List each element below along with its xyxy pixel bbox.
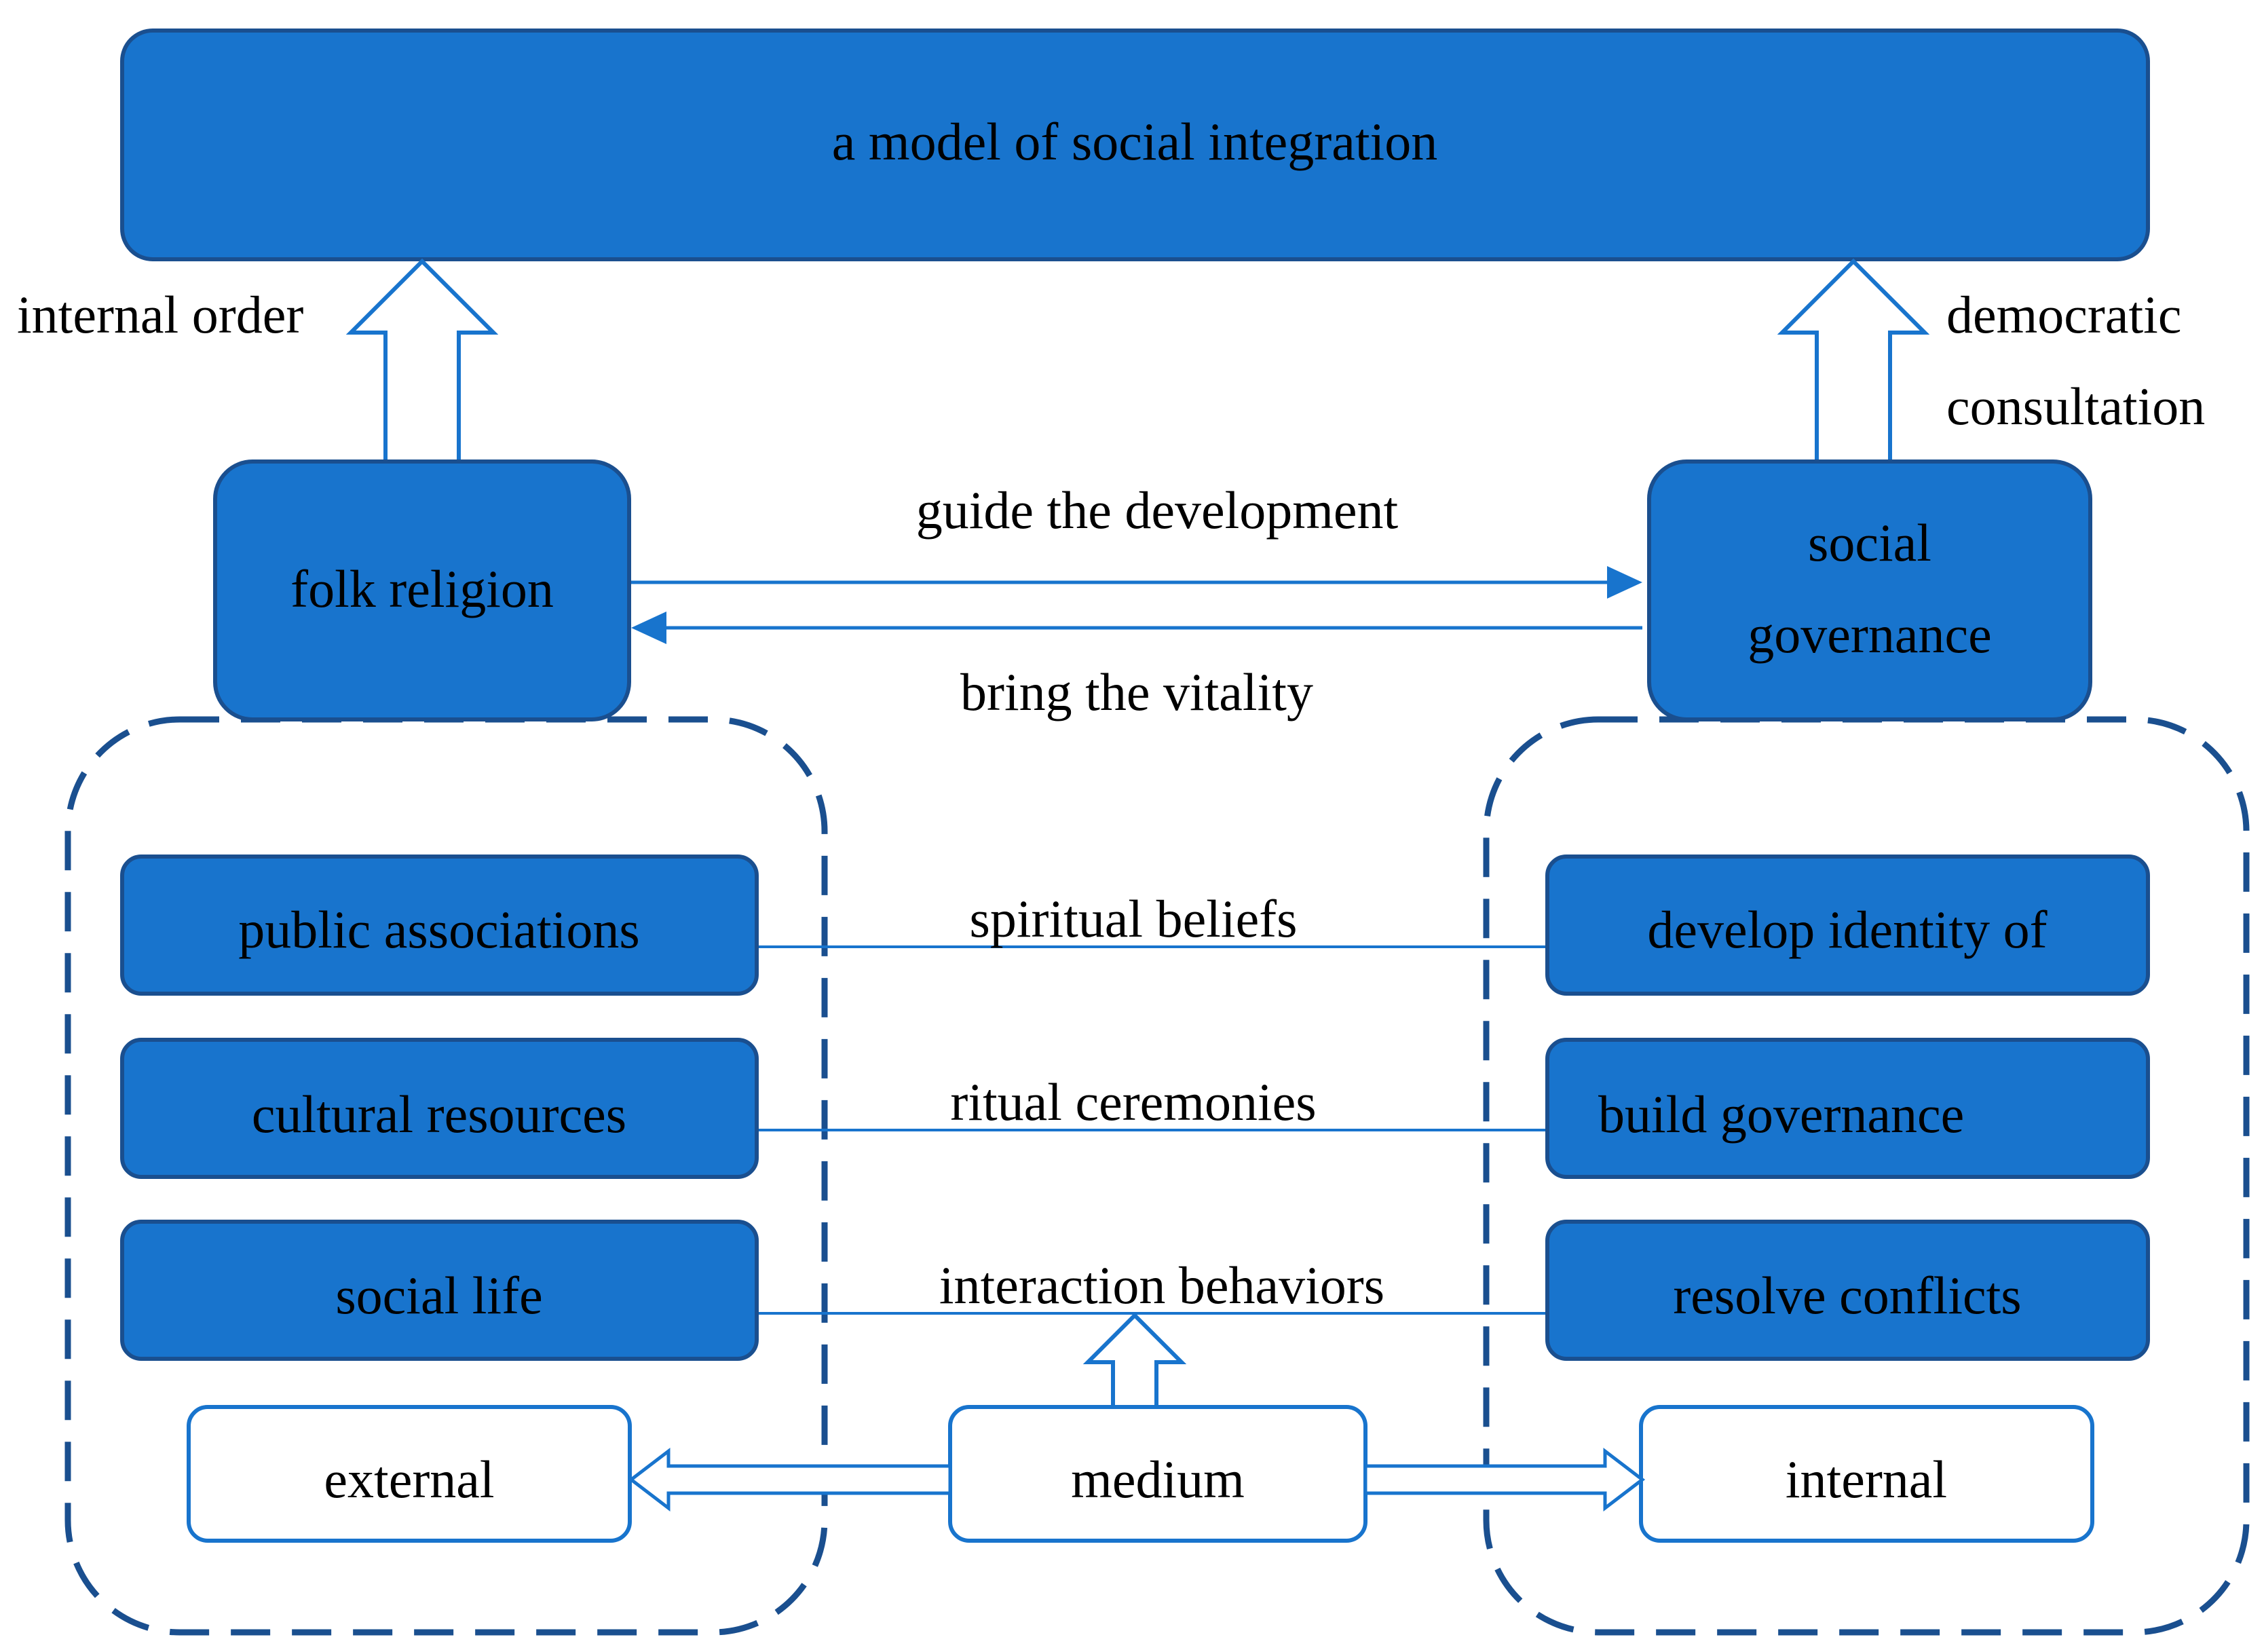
develop-identity-label: develop identity of xyxy=(1647,900,2047,959)
guide-label: guide the development xyxy=(916,481,1399,540)
external-label: external xyxy=(324,1450,494,1509)
top-box xyxy=(120,29,2150,261)
social-governance-label-line2: governance xyxy=(1748,605,1991,664)
democratic-label: democratic xyxy=(1946,285,2181,344)
social-life-label: social life xyxy=(335,1266,542,1325)
vitality-label: bring the vitality xyxy=(960,662,1313,721)
public-associations-label: public associations xyxy=(238,900,639,959)
right-up-hollow-arrow xyxy=(1777,258,1930,464)
medium-to-external-hollow-arrow xyxy=(628,1447,952,1512)
guide-arrow-head xyxy=(1607,566,1642,599)
resolve-conflicts-label: resolve conflicts xyxy=(1673,1266,2021,1325)
build-governance-box xyxy=(1545,1038,2150,1179)
spiritual-beliefs-label: spiritual beliefs xyxy=(969,889,1297,948)
top-box-label: a model of social integration xyxy=(832,112,1437,171)
build-governance-label: build governance xyxy=(1598,1085,1964,1144)
internal-order-label: internal order xyxy=(17,285,303,344)
social-life-box xyxy=(120,1220,759,1361)
resolve-conflicts-box xyxy=(1545,1220,2150,1361)
internal-box xyxy=(1639,1405,2094,1543)
social-governance-label-line1: social xyxy=(1808,513,1931,572)
cultural-resources-label: cultural resources xyxy=(252,1085,626,1144)
folk-religion-label: folk religion xyxy=(290,559,554,618)
medium-up-hollow-arrow xyxy=(1082,1312,1187,1409)
develop-identity-box xyxy=(1545,855,2150,996)
ritual-ceremonies-label: ritual ceremonies xyxy=(950,1072,1316,1131)
internal-label: internal xyxy=(1786,1450,1947,1509)
cultural-resources-box xyxy=(120,1038,759,1179)
consultation-label: consultation xyxy=(1946,377,2205,436)
public-associations-box xyxy=(120,855,759,996)
external-box xyxy=(187,1405,632,1543)
folk-religion-box xyxy=(213,459,631,721)
medium-label: medium xyxy=(1071,1450,1245,1509)
social-governance-box xyxy=(1647,459,2092,721)
left-up-hollow-arrow xyxy=(345,258,499,464)
medium-to-internal-hollow-arrow xyxy=(1363,1447,1646,1512)
vitality-arrow-head xyxy=(631,612,666,644)
interaction-behaviors-label: interaction behaviors xyxy=(939,1256,1384,1315)
